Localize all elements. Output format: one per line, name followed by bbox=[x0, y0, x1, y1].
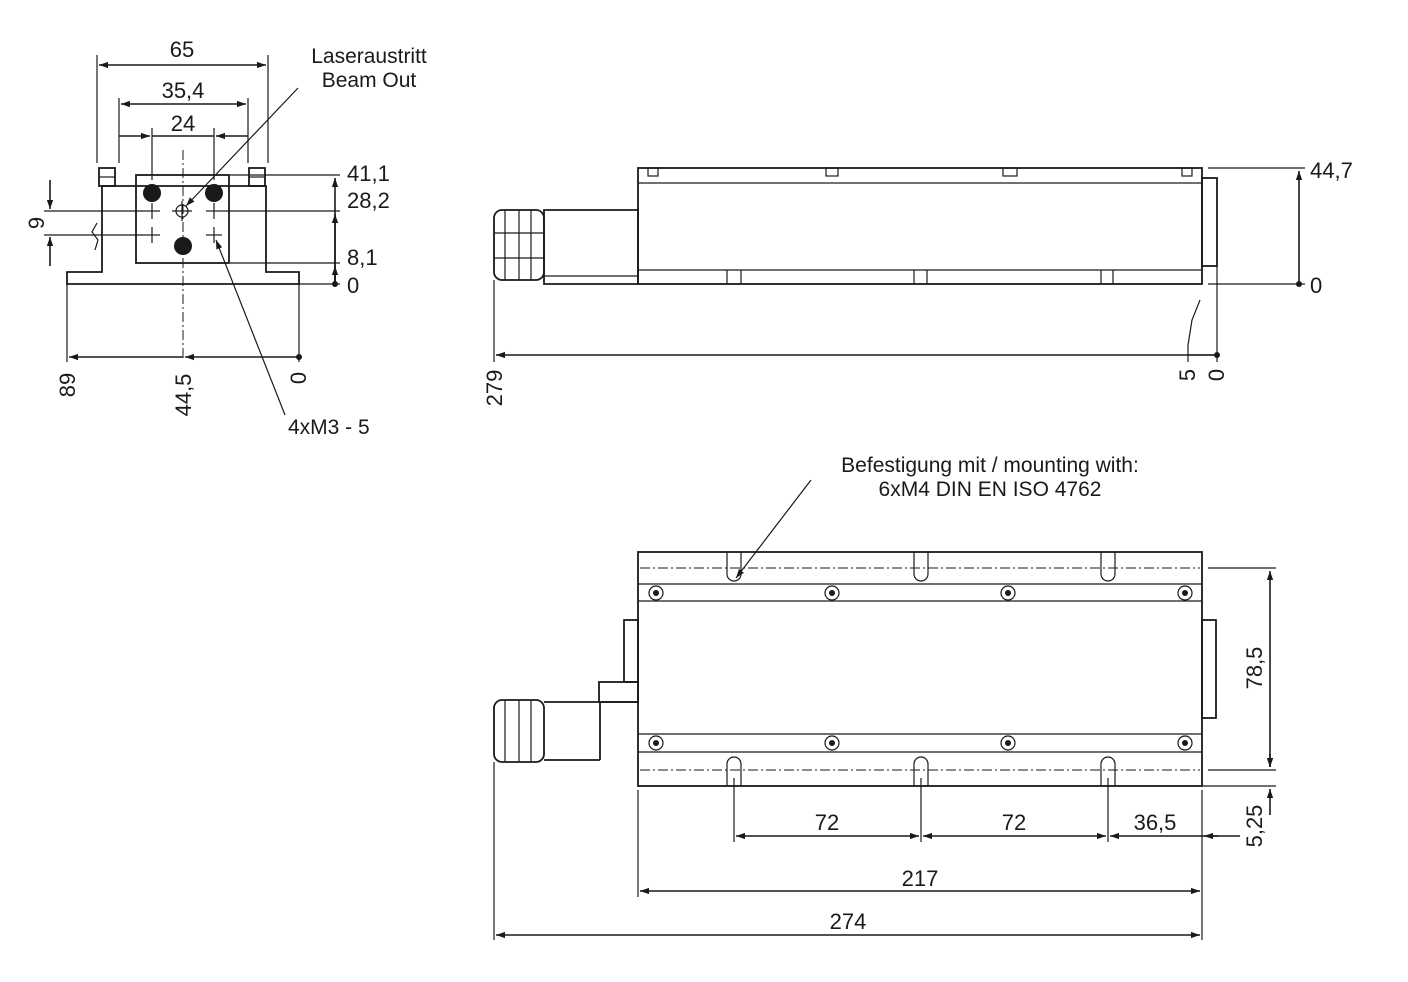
dim-72-a: 72 bbox=[815, 810, 839, 835]
dim-44-5: 44,5 bbox=[171, 374, 196, 417]
beam-out-label-de: Laseraustritt bbox=[311, 45, 427, 68]
dim-28-2: 28,2 bbox=[347, 188, 390, 213]
beam-out-label-en: Beam Out bbox=[322, 69, 417, 92]
mount-hole-icon bbox=[143, 184, 161, 202]
dim-44-7: 44,7 bbox=[1310, 158, 1353, 183]
dim-9: 9 bbox=[24, 217, 49, 229]
dim-24: 24 bbox=[171, 111, 195, 136]
dim-5-25: 5,25 bbox=[1242, 805, 1267, 848]
dim-0-front-base: 0 bbox=[286, 372, 311, 384]
mounting-note-line2: 6xM4 DIN EN ISO 4762 bbox=[879, 478, 1102, 501]
thread-label: 4xM3 - 5 bbox=[288, 416, 370, 439]
top-view: Befestigung mit / mounting with: 6xM4 DI… bbox=[493, 454, 1276, 940]
dim-8-1: 8,1 bbox=[347, 245, 378, 270]
dim-5-side: 5 bbox=[1175, 369, 1200, 381]
dim-35-4: 35,4 bbox=[162, 78, 205, 103]
mount-hole-icon bbox=[205, 184, 223, 202]
dim-78-5: 78,5 bbox=[1242, 647, 1267, 690]
dim-89: 89 bbox=[55, 373, 80, 397]
screw-icon bbox=[648, 585, 1193, 751]
dim-0-side-length: 0 bbox=[1204, 369, 1229, 381]
mounting-note-line1: Befestigung mit / mounting with: bbox=[841, 454, 1139, 477]
dim-0-side-height: 0 bbox=[1310, 273, 1322, 298]
dim-65: 65 bbox=[170, 37, 194, 62]
thread-hole-icon bbox=[144, 203, 222, 243]
front-view: 65 35,4 24 Laseraustritt Beam Out 41,1 2… bbox=[24, 37, 427, 439]
dim-279: 279 bbox=[482, 370, 507, 407]
dim-72-b: 72 bbox=[1002, 810, 1026, 835]
dim-0-front-height: 0 bbox=[347, 273, 359, 298]
dim-217: 217 bbox=[902, 866, 939, 891]
dim-274: 274 bbox=[830, 909, 867, 934]
dim-41-1: 41,1 bbox=[347, 161, 390, 186]
side-view: 44,7 0 279 5 0 bbox=[482, 158, 1353, 406]
dim-36-5: 36,5 bbox=[1134, 810, 1177, 835]
